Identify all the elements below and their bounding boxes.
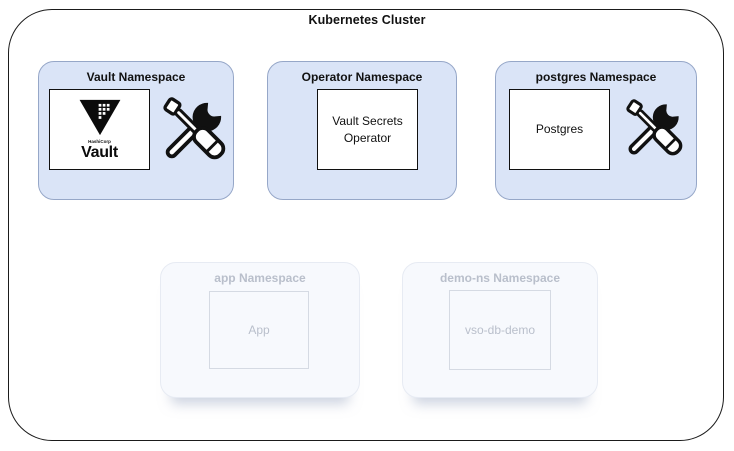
vault-product-text: Vault bbox=[81, 144, 118, 162]
wrench-and-screwdriver-icon bbox=[626, 99, 683, 156]
namespace-vault-title: Vault Namespace bbox=[86, 70, 186, 84]
namespace-operator-title: Operator Namespace bbox=[301, 70, 423, 84]
namespace-postgres-title: postgres Namespace bbox=[535, 70, 657, 84]
node-vso-db-demo: vso-db-demo bbox=[449, 290, 551, 370]
vault-triangle-icon bbox=[79, 99, 120, 135]
cluster-title: Kubernetes Cluster bbox=[308, 13, 426, 27]
node-vault: HashiCorp Vault bbox=[49, 89, 150, 170]
namespace-app: app Namespace App bbox=[160, 262, 360, 398]
namespace-demo-ns: demo-ns Namespace vso-db-demo bbox=[402, 262, 598, 398]
node-app: App bbox=[209, 291, 309, 369]
vault-brand-text: HashiCorp bbox=[88, 138, 111, 144]
namespace-vault: Vault Namespace HashiCorp Vault bbox=[38, 61, 234, 200]
namespace-app-title: app Namespace bbox=[214, 271, 306, 285]
node-postgres: Postgres bbox=[509, 89, 610, 170]
wrench-and-screwdriver-icon bbox=[163, 97, 226, 160]
vault-logo: HashiCorp Vault bbox=[77, 98, 123, 162]
namespace-demo-ns-title: demo-ns Namespace bbox=[439, 271, 561, 285]
namespace-postgres: postgres Namespace Postgres bbox=[495, 61, 697, 200]
node-vault-secrets-operator: Vault Secrets Operator bbox=[317, 89, 418, 170]
namespace-operator: Operator Namespace Vault Secrets Operato… bbox=[267, 61, 457, 200]
